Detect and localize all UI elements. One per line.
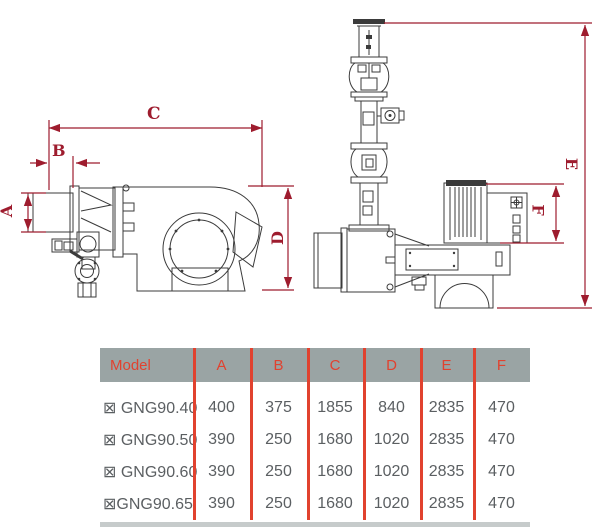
dim-label-d: D	[267, 231, 287, 245]
value-cell: 2835	[428, 399, 465, 416]
dimension-lines	[21, 22, 592, 309]
header-cell-b: B	[273, 356, 284, 374]
dim-label-e: E	[562, 157, 582, 171]
value-cell: 470	[488, 431, 515, 448]
header-cell-f: F	[496, 356, 507, 374]
model-cell: ⊠GNG90.65	[103, 496, 193, 513]
dimensions-table: Model A B C D E F ⊠ GNG90.40 400 375 185…	[100, 348, 530, 527]
burner-side-view	[27, 184, 263, 298]
table-row: ⊠ GNG90.40 400 375 1855 840 2835 470	[100, 392, 530, 424]
column-separator	[473, 348, 476, 520]
value-cell: 375	[265, 399, 292, 416]
header-cell-e: E	[441, 356, 452, 374]
column-separator	[250, 348, 253, 520]
dim-label-f: F	[528, 204, 548, 216]
header-cell-model: Model	[110, 356, 151, 374]
burner-front-view	[313, 19, 530, 309]
model-cell: ⊠ GNG90.60	[103, 464, 198, 481]
column-separator	[363, 348, 366, 520]
value-cell: 840	[378, 399, 405, 416]
value-cell: 1680	[317, 495, 353, 512]
value-cell: 1020	[373, 431, 410, 448]
dim-label-c: C	[147, 104, 161, 124]
table-header: Model A B C D E F	[100, 348, 530, 382]
value-cell: 390	[208, 463, 235, 480]
value-cell: 470	[488, 399, 515, 416]
value-cell: 2835	[428, 495, 465, 512]
value-cell: 1020	[373, 463, 410, 480]
table-body: ⊠ GNG90.40 400 375 1855 840 2835 470 ⊠ G…	[100, 392, 530, 520]
value-cell: 250	[265, 431, 292, 448]
value-cell: 1020	[373, 495, 410, 512]
value-cell: 390	[208, 495, 235, 512]
dim-label-b: B	[52, 141, 66, 160]
value-cell: 400	[208, 399, 235, 416]
header-cell-c: C	[329, 356, 341, 374]
value-cell: 2835	[428, 431, 465, 448]
control-box	[486, 192, 530, 244]
gas-train	[348, 19, 405, 232]
value-cell: 1855	[317, 399, 353, 416]
table-row: ⊠ GNG90.60 390 250 1680 1020 2835 470	[100, 456, 530, 488]
value-cell: 470	[488, 495, 515, 512]
table-row: ⊠GNG90.65 390 250 1680 1020 2835 470	[100, 488, 530, 520]
table-row: ⊠ GNG90.50 390 250 1680 1020 2835 470	[100, 424, 530, 456]
value-cell: 470	[488, 463, 515, 480]
column-separator	[307, 348, 310, 520]
value-cell: 2835	[428, 463, 465, 480]
value-cell: 250	[265, 463, 292, 480]
model-cell: ⊠ GNG90.40	[103, 400, 198, 417]
value-cell: 390	[208, 431, 235, 448]
column-separator	[420, 348, 423, 520]
side-view-gas-valve	[51, 231, 100, 298]
header-cell-a: A	[216, 356, 227, 374]
fan-motor	[443, 180, 488, 244]
header-cell-d: D	[386, 356, 397, 374]
value-cell: 1680	[317, 463, 353, 480]
column-separator	[193, 348, 196, 520]
dim-label-a: A	[0, 205, 16, 217]
value-cell: 250	[265, 495, 292, 512]
model-cell: ⊠ GNG90.50	[103, 432, 198, 449]
burner-technical-drawing	[21, 19, 592, 309]
value-cell: 1680	[317, 431, 353, 448]
table-bottom-bar	[100, 522, 530, 527]
